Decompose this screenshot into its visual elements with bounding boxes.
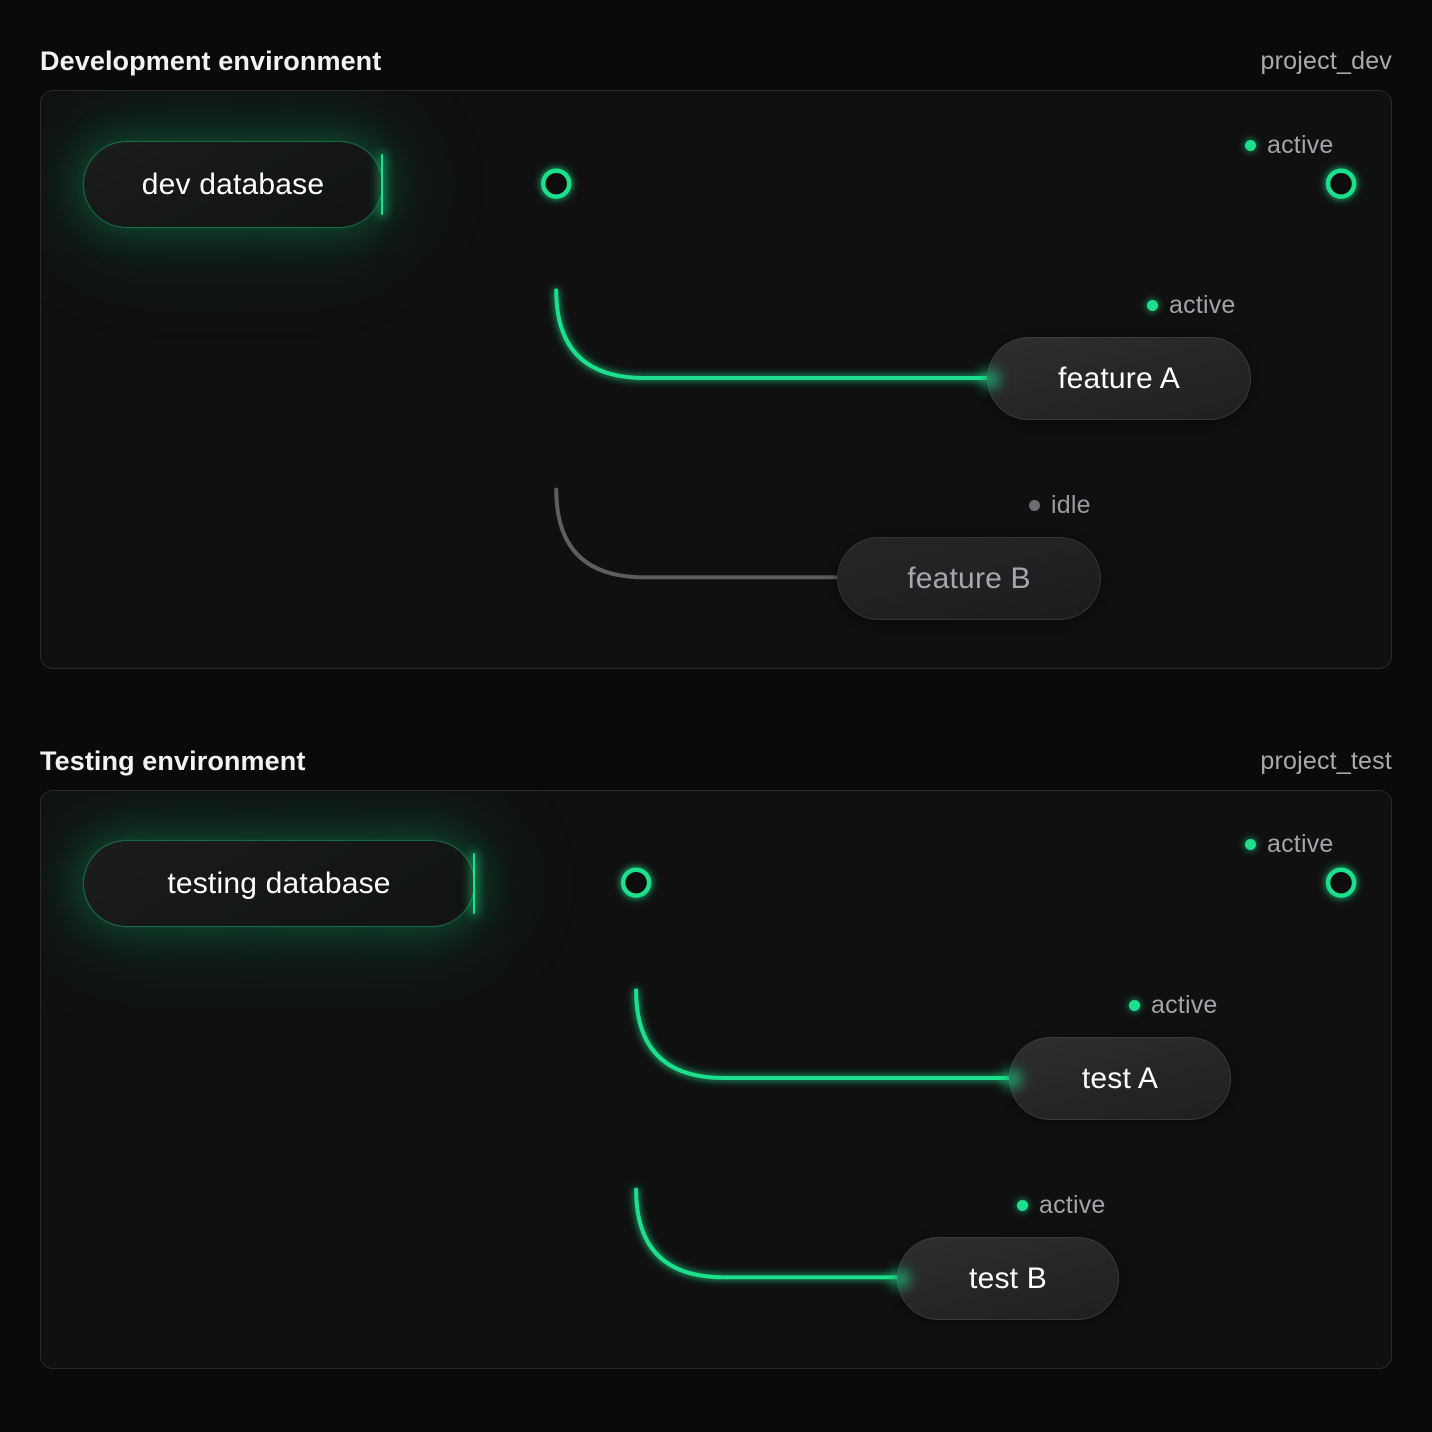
edge-trunk-to-feature-a	[554, 288, 990, 380]
node-test-b-label: test B	[969, 1261, 1047, 1295]
status-test-b: active	[1017, 1191, 1106, 1220]
status-dot-icon	[1017, 1200, 1028, 1211]
edge-trunk-to-feature-b	[554, 487, 842, 580]
panel-development: dev database active feature A active fea…	[40, 90, 1392, 669]
node-feature-b-label: feature B	[907, 561, 1031, 595]
junction-node-development[interactable]	[541, 168, 572, 199]
endpoint-node-testing[interactable]	[1325, 867, 1357, 898]
node-feature-a-label: feature A	[1058, 361, 1180, 395]
status-dot-icon	[1129, 1000, 1140, 1011]
node-test-a[interactable]: test A	[1004, 1037, 1231, 1120]
page-title-testing: Testing environment	[40, 745, 306, 776]
status-feature-a: active	[1147, 291, 1236, 320]
connection-glow-icon	[982, 370, 998, 387]
section-testing: Testing environment project_test	[40, 732, 1392, 1369]
status-test-a-label: active	[1151, 991, 1218, 1019]
status-endpoint-development: active	[1245, 131, 1334, 160]
project-name-testing: project_test	[1260, 746, 1392, 775]
section-development: Development environment project_dev	[40, 32, 1392, 669]
edge-trunk-to-test-b	[634, 1187, 900, 1280]
node-dev-database-label: dev database	[141, 167, 325, 201]
status-dot-icon	[1245, 140, 1256, 151]
connection-lines-development	[382, 168, 1357, 580]
node-feature-a[interactable]: feature A	[982, 337, 1251, 420]
connection-canvas-development	[41, 91, 1391, 668]
status-test-b-label: active	[1039, 1191, 1106, 1219]
connection-glow-icon	[892, 1270, 908, 1287]
status-endpoint-testing: active	[1245, 830, 1334, 859]
status-dot-icon	[1029, 500, 1040, 511]
status-endpoint-label: active	[1267, 131, 1334, 159]
node-dev-database[interactable]: dev database	[83, 141, 383, 228]
connection-glow-icon	[1004, 1070, 1020, 1087]
status-feature-b: idle	[1029, 491, 1091, 520]
endpoint-node-development[interactable]	[1325, 168, 1357, 199]
junction-node-testing[interactable]	[620, 867, 652, 898]
connection-lines-testing	[474, 867, 1357, 1284]
node-testing-database-label: testing database	[167, 866, 391, 900]
section-header-testing: Testing environment project_test	[40, 732, 1392, 790]
status-dot-icon	[1245, 839, 1256, 850]
status-dot-icon	[1147, 300, 1158, 311]
project-name-development: project_dev	[1260, 46, 1392, 75]
page-title-development: Development environment	[40, 45, 382, 76]
edge-trunk-to-test-a	[634, 988, 1012, 1080]
node-test-a-label: test A	[1081, 1061, 1159, 1095]
status-test-a: active	[1129, 991, 1218, 1020]
status-feature-a-label: active	[1169, 291, 1236, 319]
panel-testing: testing database active test A active te…	[40, 790, 1392, 1369]
section-header-development: Development environment project_dev	[40, 32, 1392, 90]
status-endpoint-label: active	[1267, 830, 1334, 858]
connection-canvas-testing	[41, 791, 1391, 1368]
status-feature-b-label: idle	[1051, 491, 1091, 519]
node-test-b[interactable]: test B	[892, 1237, 1119, 1320]
node-testing-database[interactable]: testing database	[83, 840, 475, 927]
node-feature-b[interactable]: feature B	[837, 537, 1101, 620]
